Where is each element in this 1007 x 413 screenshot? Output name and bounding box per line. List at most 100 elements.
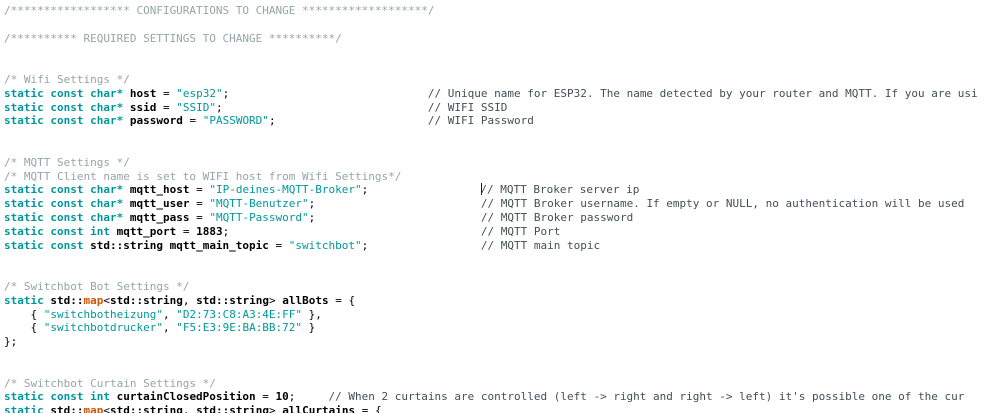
code-line[interactable]: static const char* ssid = "SSID"; // WIF… bbox=[4, 101, 1007, 115]
code-line[interactable]: { "switchbotdrucker", "F5:E3:9E:BA:BB:72… bbox=[4, 321, 1007, 335]
token-plain: ; bbox=[308, 210, 316, 224]
token-keyword: static const bbox=[4, 238, 84, 252]
token-block-comment: /* MQTT Settings */ bbox=[4, 155, 130, 169]
token-keyword: static bbox=[4, 293, 44, 307]
code-line[interactable]: static const int mqtt_port = 1883; // MQ… bbox=[4, 225, 1007, 239]
token-plain: = bbox=[189, 197, 210, 211]
token-plain: }; bbox=[4, 335, 18, 349]
token-keyword: static const char* bbox=[4, 100, 124, 114]
code-line[interactable]: }; bbox=[4, 335, 1007, 349]
token-keyword: static const int bbox=[4, 390, 110, 404]
token-identifier: allCurtains bbox=[282, 404, 356, 413]
code-line[interactable] bbox=[4, 18, 1007, 32]
token-line-comment: // MQTT main topic bbox=[480, 238, 601, 252]
token-plain: = bbox=[176, 224, 197, 238]
token-identifier: 10 bbox=[275, 390, 289, 404]
token-line-comment: // WIFI SSID bbox=[427, 100, 508, 114]
token-plain: , bbox=[182, 293, 197, 307]
token-plain: = { bbox=[328, 293, 356, 307]
code-line[interactable]: static const char* mqtt_pass = "MQTT-Pas… bbox=[4, 211, 1007, 225]
code-line[interactable]: /* Switchbot Bot Settings */ bbox=[4, 280, 1007, 294]
token-plain bbox=[368, 239, 481, 252]
token-keyword: static const char* bbox=[4, 210, 124, 224]
token-string: "D2:73:C8:A3:4E:FF" bbox=[176, 307, 303, 321]
code-line[interactable] bbox=[4, 266, 1007, 280]
token-plain: > bbox=[268, 404, 283, 413]
token-plain bbox=[229, 87, 428, 100]
token-plain: , bbox=[162, 321, 177, 335]
token-line-comment: // Unique name for ESP32. The name detec… bbox=[427, 86, 978, 100]
token-keyword: static const char* bbox=[4, 197, 124, 211]
token-plain: ; bbox=[222, 86, 230, 100]
token-plain: }, bbox=[302, 307, 322, 321]
token-keyword: static const char* bbox=[4, 86, 124, 100]
token-plain bbox=[295, 390, 328, 403]
code-line[interactable] bbox=[4, 59, 1007, 73]
code-line[interactable]: /* MQTT Settings */ bbox=[4, 156, 1007, 170]
token-plain bbox=[276, 114, 428, 127]
token-string: "SSID" bbox=[176, 100, 216, 114]
code-line[interactable]: static std::map<std::string, std::string… bbox=[4, 404, 1007, 413]
token-identifier: 1883 bbox=[196, 224, 223, 238]
code-line[interactable]: static const char* mqtt_host = "IP-deine… bbox=[4, 183, 1007, 197]
code-line[interactable]: static const char* mqtt_user = "MQTT-Ben… bbox=[4, 197, 1007, 211]
token-plain: > bbox=[268, 293, 283, 307]
token-identifier: std::string bbox=[110, 404, 183, 413]
token-string: "switchbot" bbox=[288, 238, 362, 252]
token-block-comment: /********** REQUIRED SETTINGS TO CHANGE … bbox=[4, 31, 342, 45]
token-string: "switchbotheizung" bbox=[43, 307, 163, 321]
code-line[interactable]: static const char* host = "esp32"; // Un… bbox=[4, 87, 1007, 101]
token-block-comment: /* Wifi Settings */ bbox=[4, 72, 130, 86]
token-string: "MQTT-Password" bbox=[209, 210, 309, 224]
token-string: "IP-deines-MQTT-Broker" bbox=[209, 183, 362, 197]
token-keyword: static const int bbox=[4, 224, 110, 238]
token-identifier: ssid bbox=[123, 100, 157, 114]
token-line-comment: // MQTT Broker username. If empty or NUL… bbox=[480, 197, 965, 211]
token-line-comment: // MQTT Broker password bbox=[480, 210, 634, 224]
token-keyword: static bbox=[4, 404, 44, 413]
code-line[interactable]: /****************** CONFIGURATIONS TO CH… bbox=[4, 4, 1007, 18]
token-plain bbox=[229, 225, 481, 238]
token-plain: , bbox=[182, 404, 197, 413]
token-plain: = bbox=[156, 100, 177, 114]
token-line-comment: // WIFI Password bbox=[427, 114, 534, 128]
token-plain: = bbox=[156, 86, 177, 100]
token-plain: ; bbox=[288, 390, 296, 404]
code-line[interactable]: static const char* password = "PASSWORD"… bbox=[4, 114, 1007, 128]
code-line[interactable] bbox=[4, 142, 1007, 156]
code-line[interactable]: /* Wifi Settings */ bbox=[4, 73, 1007, 87]
token-keyword: static const char* bbox=[4, 183, 124, 197]
code-line[interactable]: { "switchbotheizung", "D2:73:C8:A3:4E:FF… bbox=[4, 308, 1007, 322]
token-identifier: mqtt_user bbox=[123, 197, 190, 211]
token-plain: ; bbox=[361, 183, 369, 197]
token-plain: ; bbox=[215, 100, 223, 114]
token-identifier: std::string bbox=[196, 404, 269, 413]
token-identifier: std::string bbox=[196, 293, 269, 307]
code-line[interactable] bbox=[4, 349, 1007, 363]
code-line[interactable] bbox=[4, 252, 1007, 266]
token-line-comment: // When 2 curtains are controlled (left … bbox=[328, 390, 965, 404]
token-plain: ; bbox=[222, 224, 230, 238]
token-plain: = bbox=[255, 390, 276, 404]
code-line[interactable]: static const int curtainClosedPosition =… bbox=[4, 390, 1007, 404]
code-line[interactable]: static std::map<std::string, std::string… bbox=[4, 294, 1007, 308]
token-plain bbox=[368, 183, 481, 196]
code-line[interactable]: /* MQTT Client name is set to WIFI host … bbox=[4, 170, 1007, 184]
token-plain: , bbox=[162, 307, 177, 321]
token-plain: = bbox=[189, 210, 210, 224]
token-plain: { bbox=[4, 321, 44, 335]
token-line-comment: // MQTT Broker server ip bbox=[480, 183, 640, 197]
token-plain: { bbox=[4, 307, 44, 321]
code-line[interactable]: /********** REQUIRED SETTINGS TO CHANGE … bbox=[4, 32, 1007, 46]
token-function: map bbox=[83, 293, 104, 307]
code-line[interactable] bbox=[4, 128, 1007, 142]
token-identifier: curtainClosedPosition bbox=[109, 390, 256, 404]
token-plain: = bbox=[182, 114, 203, 128]
token-block-comment: /* MQTT Client name is set to WIFI host … bbox=[4, 169, 402, 183]
token-identifier: mqtt_pass bbox=[123, 210, 190, 224]
code-line[interactable] bbox=[4, 45, 1007, 59]
code-line[interactable]: static const std::string mqtt_main_topic… bbox=[4, 239, 1007, 253]
code-line[interactable] bbox=[4, 363, 1007, 377]
code-line[interactable]: /* Switchbot Curtain Settings */ bbox=[4, 377, 1007, 391]
